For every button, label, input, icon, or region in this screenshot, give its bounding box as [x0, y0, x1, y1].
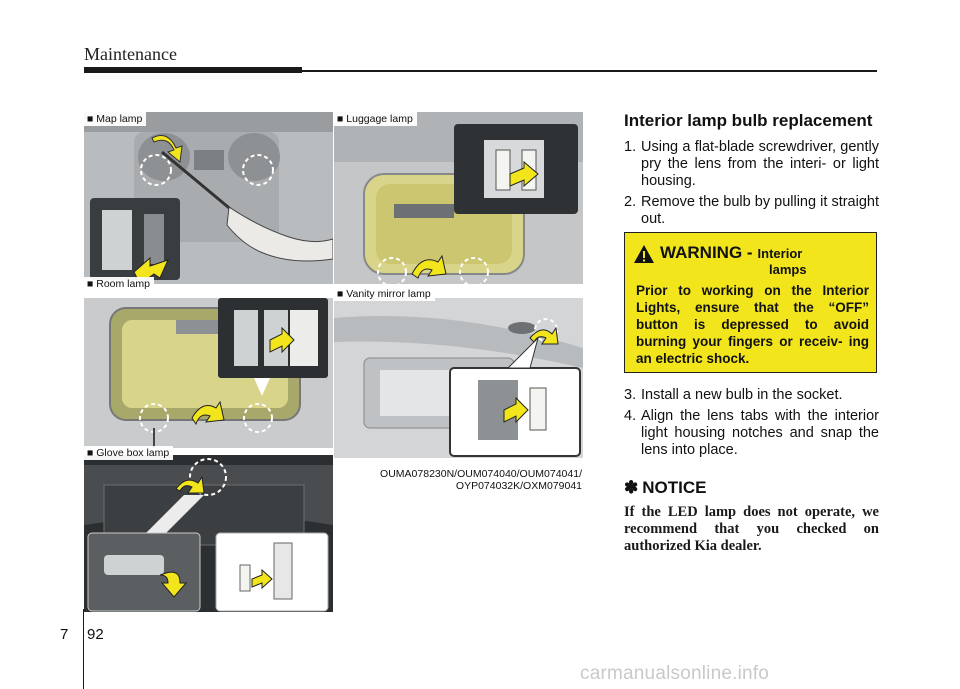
warning-header: WARNING - Interior: [633, 243, 802, 264]
step-item: 2. Remove the bulb by pulling it straigh…: [624, 194, 879, 228]
watermark-text: carmanualsonline.info: [580, 663, 770, 684]
figure-codes: OUMA078230N/OUM074040/OUM074041/ OYP0740…: [334, 468, 582, 492]
footer-divider: [83, 609, 84, 689]
vanity-mirror-lamp-figure: [334, 298, 583, 458]
map-lamp-figure: [84, 112, 333, 284]
warning-body: Prior to working on the Interior Lights,…: [636, 283, 869, 366]
map-lamp-caption: ■ Map lamp: [84, 112, 147, 126]
step-item: 3. Install a new bulb in the socket.: [624, 387, 879, 404]
glove-box-lamp-caption: ■ Glove box lamp: [84, 446, 174, 460]
header-rule-thick: [84, 67, 302, 73]
luggage-lamp-caption: ■ Luggage lamp: [334, 112, 417, 126]
warning-label: WARNING -: [660, 243, 753, 262]
figure-code-line-1: OUMA078230N/OUM074040/OUM074041/: [380, 468, 582, 480]
step-text: Using a flat-blade screwdriver, gently p…: [641, 139, 879, 189]
luggage-lamp-figure: [334, 112, 583, 284]
step-number: 2.: [624, 194, 637, 210]
step-number: 4.: [624, 408, 637, 424]
room-lamp-caption: ■ Room lamp: [84, 277, 154, 291]
footer-chapter-number: 7: [60, 626, 69, 643]
steps-list-b: 3. Install a new bulb in the socket. 4. …: [624, 387, 879, 463]
footer-page-number: 92: [87, 626, 104, 643]
figure-code-line-2: OYP074032K/OXM079041: [455, 480, 582, 492]
step-text: Align the lens tabs with the interior li…: [641, 408, 879, 458]
header-rule-thin: [302, 70, 877, 72]
step-text: Remove the bulb by pulling it straight o…: [641, 194, 879, 227]
step-text: Install a new bulb in the socket.: [641, 387, 843, 403]
notice-body: If the LED lamp does not operate, we rec…: [624, 504, 879, 554]
warning-subject-line-2: lamps: [769, 262, 807, 277]
step-item: 1. Using a flat-blade screwdriver, gentl…: [624, 139, 879, 190]
glove-box-lamp-figure: [84, 455, 333, 612]
notice-title: NOTICE: [642, 478, 707, 497]
warning-triangle-icon: [634, 245, 654, 263]
notice-symbol-icon: ✽: [624, 478, 639, 497]
notice-heading: ✽ NOTICE: [624, 478, 706, 498]
warning-box: WARNING - Interior lamps Prior to workin…: [624, 232, 877, 373]
vanity-mirror-lamp-caption: ■ Vanity mirror lamp: [334, 287, 435, 301]
step-number: 3.: [624, 387, 637, 403]
section-title: Interior lamp bulb replacement: [624, 111, 873, 130]
step-item: 4. Align the lens tabs with the interior…: [624, 408, 879, 459]
page-header-title: Maintenance: [84, 44, 177, 64]
warning-subject-line-1: Interior: [757, 246, 803, 261]
room-lamp-figure: [84, 288, 333, 448]
steps-list-a: 1. Using a flat-blade screwdriver, gentl…: [624, 139, 879, 232]
step-number: 1.: [624, 139, 637, 155]
